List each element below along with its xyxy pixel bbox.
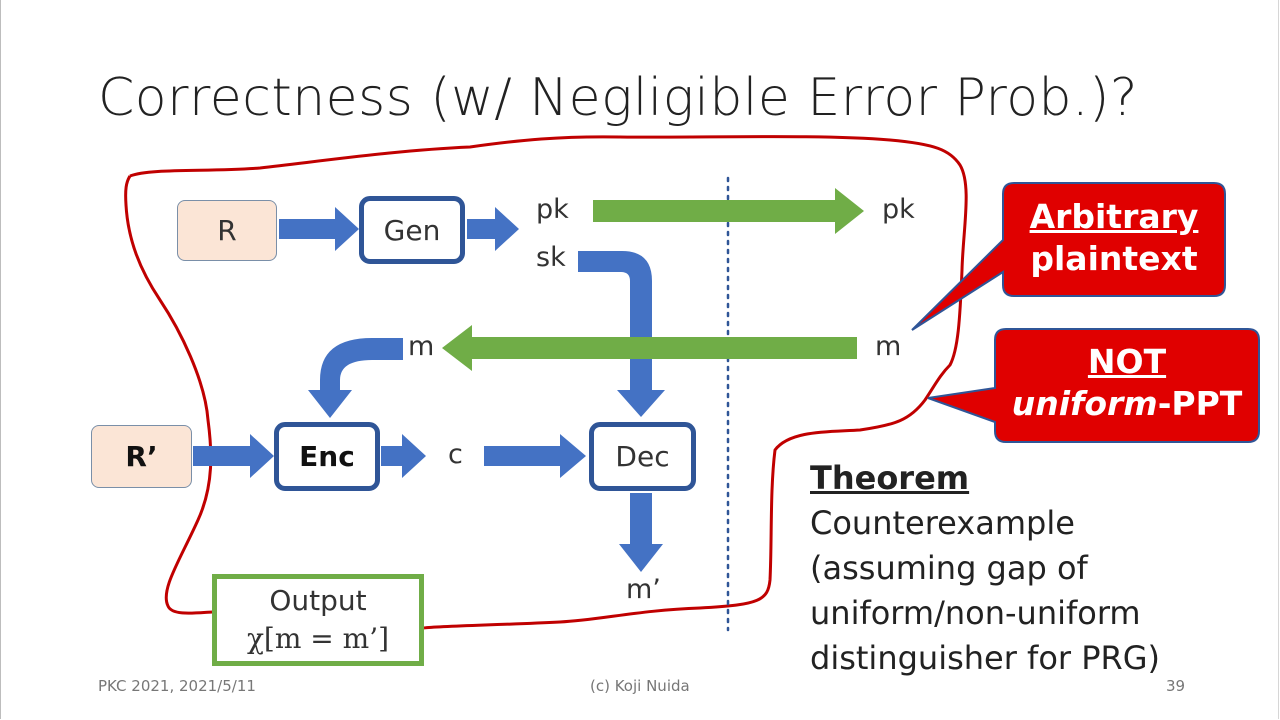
label-sk: sk (536, 242, 566, 273)
arrow-m-to-enc (308, 338, 403, 418)
footer-conference: PKC 2021, 2021/5/11 (98, 677, 256, 695)
page-number: 39 (1166, 677, 1186, 695)
arrow-enc-to-c (381, 434, 426, 478)
label-m-left: m (408, 331, 435, 362)
node-dec: Dec (589, 422, 696, 491)
node-r-prime: R’ (91, 425, 192, 488)
arrow-pk-to-right (593, 188, 864, 234)
theorem-block: Theorem Counterexample (assuming gap of … (810, 456, 1160, 681)
label-m-prime: m’ (626, 574, 661, 605)
theorem-line: (assuming gap of (810, 549, 1088, 587)
label-m-right: m (875, 331, 902, 362)
label-pk-right: pk (882, 194, 915, 225)
theorem-line: uniform/non-uniform (810, 594, 1141, 632)
node-enc: Enc (274, 422, 380, 491)
arrow-rprime-to-enc (193, 434, 274, 478)
node-gen: Gen (359, 196, 465, 264)
callout-arbitrary-line2: plaintext (1030, 239, 1198, 278)
arrow-gen-to-pk (467, 207, 519, 251)
arrow-sk-to-dec (578, 251, 665, 417)
callout-uniform-word: uniform (1011, 384, 1158, 423)
adversary-outline (124, 135, 968, 630)
output-formula: χ[m = m’] (246, 622, 390, 655)
callout-not-line: NOT (1087, 342, 1167, 381)
node-r: R (177, 200, 277, 261)
callout-arbitrary-text: Arbitrary plaintext (1003, 196, 1225, 280)
theorem-line: Counterexample (810, 504, 1075, 542)
arrow-m-to-left (442, 325, 857, 371)
output-label: Output (269, 584, 367, 617)
output-box: Output χ[m = m’] (212, 574, 424, 666)
footer-author: (c) Koji Nuida (590, 677, 690, 695)
arrow-r-to-gen (279, 207, 359, 251)
callout-ppt-word: -PPT (1157, 384, 1243, 423)
arrow-dec-to-mprime (619, 493, 663, 572)
theorem-line: distinguisher for PRG) (810, 639, 1161, 677)
label-c: c (448, 439, 463, 470)
label-pk-left: pk (536, 194, 569, 225)
arrow-c-to-dec (484, 434, 586, 478)
theorem-heading: Theorem (810, 459, 970, 497)
callout-uniform-ppt-line: uniform-PPT (995, 383, 1259, 425)
callout-not-uniform-text: NOT uniform-PPT (995, 341, 1259, 425)
callout-not-uniform-bubble (927, 328, 1260, 443)
slide-title: Correctness (w/ Negligible Error Prob.)? (98, 68, 1138, 128)
callout-arbitrary-bubble (911, 182, 1226, 331)
callout-arbitrary-line1: Arbitrary (1029, 197, 1199, 236)
